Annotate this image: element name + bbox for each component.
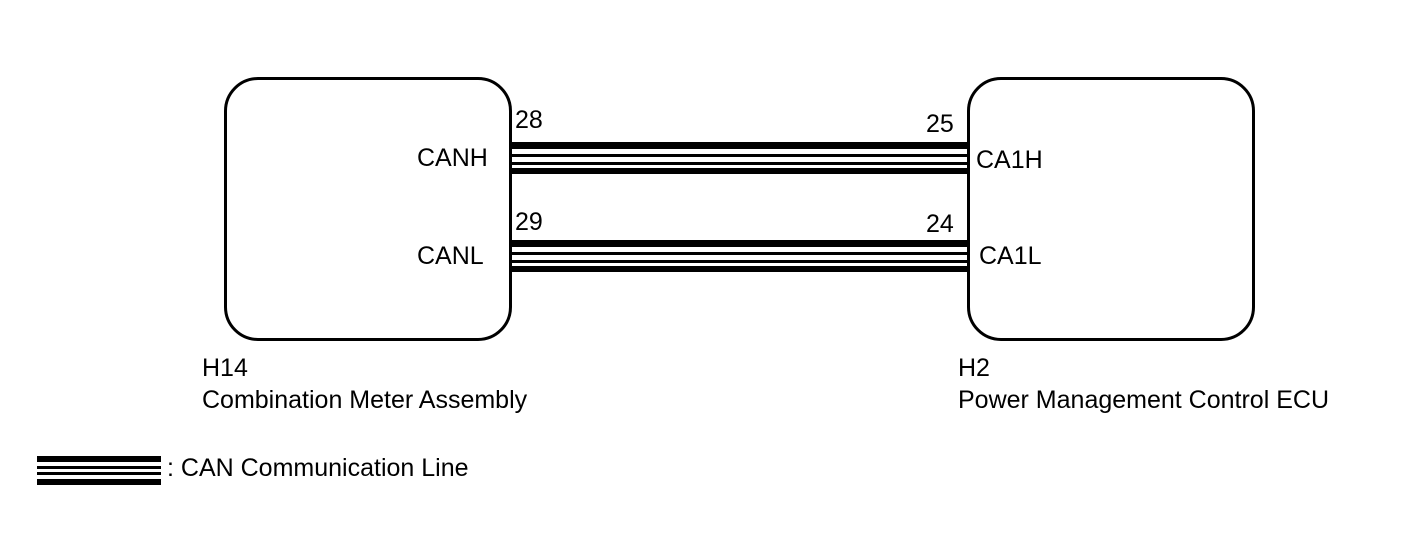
wire-stripe [510, 260, 969, 263]
component-name-left: Combination Meter Assembly [202, 386, 528, 414]
wire-stripe [510, 162, 969, 165]
wire-stripe [510, 142, 969, 149]
terminal-label-left-low: CANL [417, 242, 484, 270]
terminal-label-left-high: CANH [417, 144, 488, 172]
connector-code-right: H2 [958, 354, 990, 382]
pin-number-right-high: 25 [926, 110, 954, 138]
legend-stripe [37, 472, 161, 475]
pin-number-left-low: 29 [515, 208, 543, 236]
terminal-label-right-high: CA1H [976, 146, 1043, 174]
legend-stripe [37, 479, 161, 485]
power-management-control-ecu-box [967, 77, 1255, 341]
can-high-wire [510, 142, 969, 174]
terminal-label-right-low: CA1L [979, 242, 1042, 270]
combination-meter-assembly-box [224, 77, 512, 341]
legend-label: : CAN Communication Line [167, 454, 469, 482]
connector-code-left: H14 [202, 354, 248, 382]
pin-number-left-high: 28 [515, 106, 543, 134]
component-name-right: Power Management Control ECU [958, 386, 1329, 414]
wire-stripe [510, 240, 969, 247]
legend-stripe [37, 456, 161, 462]
legend-stripe [37, 466, 161, 469]
can-line-legend-symbol [37, 456, 161, 486]
pin-number-right-low: 24 [926, 210, 954, 238]
wire-stripe [510, 252, 969, 255]
wire-stripe [510, 154, 969, 157]
wire-stripe [510, 266, 969, 272]
can-low-wire [510, 240, 969, 272]
wire-stripe [510, 168, 969, 174]
